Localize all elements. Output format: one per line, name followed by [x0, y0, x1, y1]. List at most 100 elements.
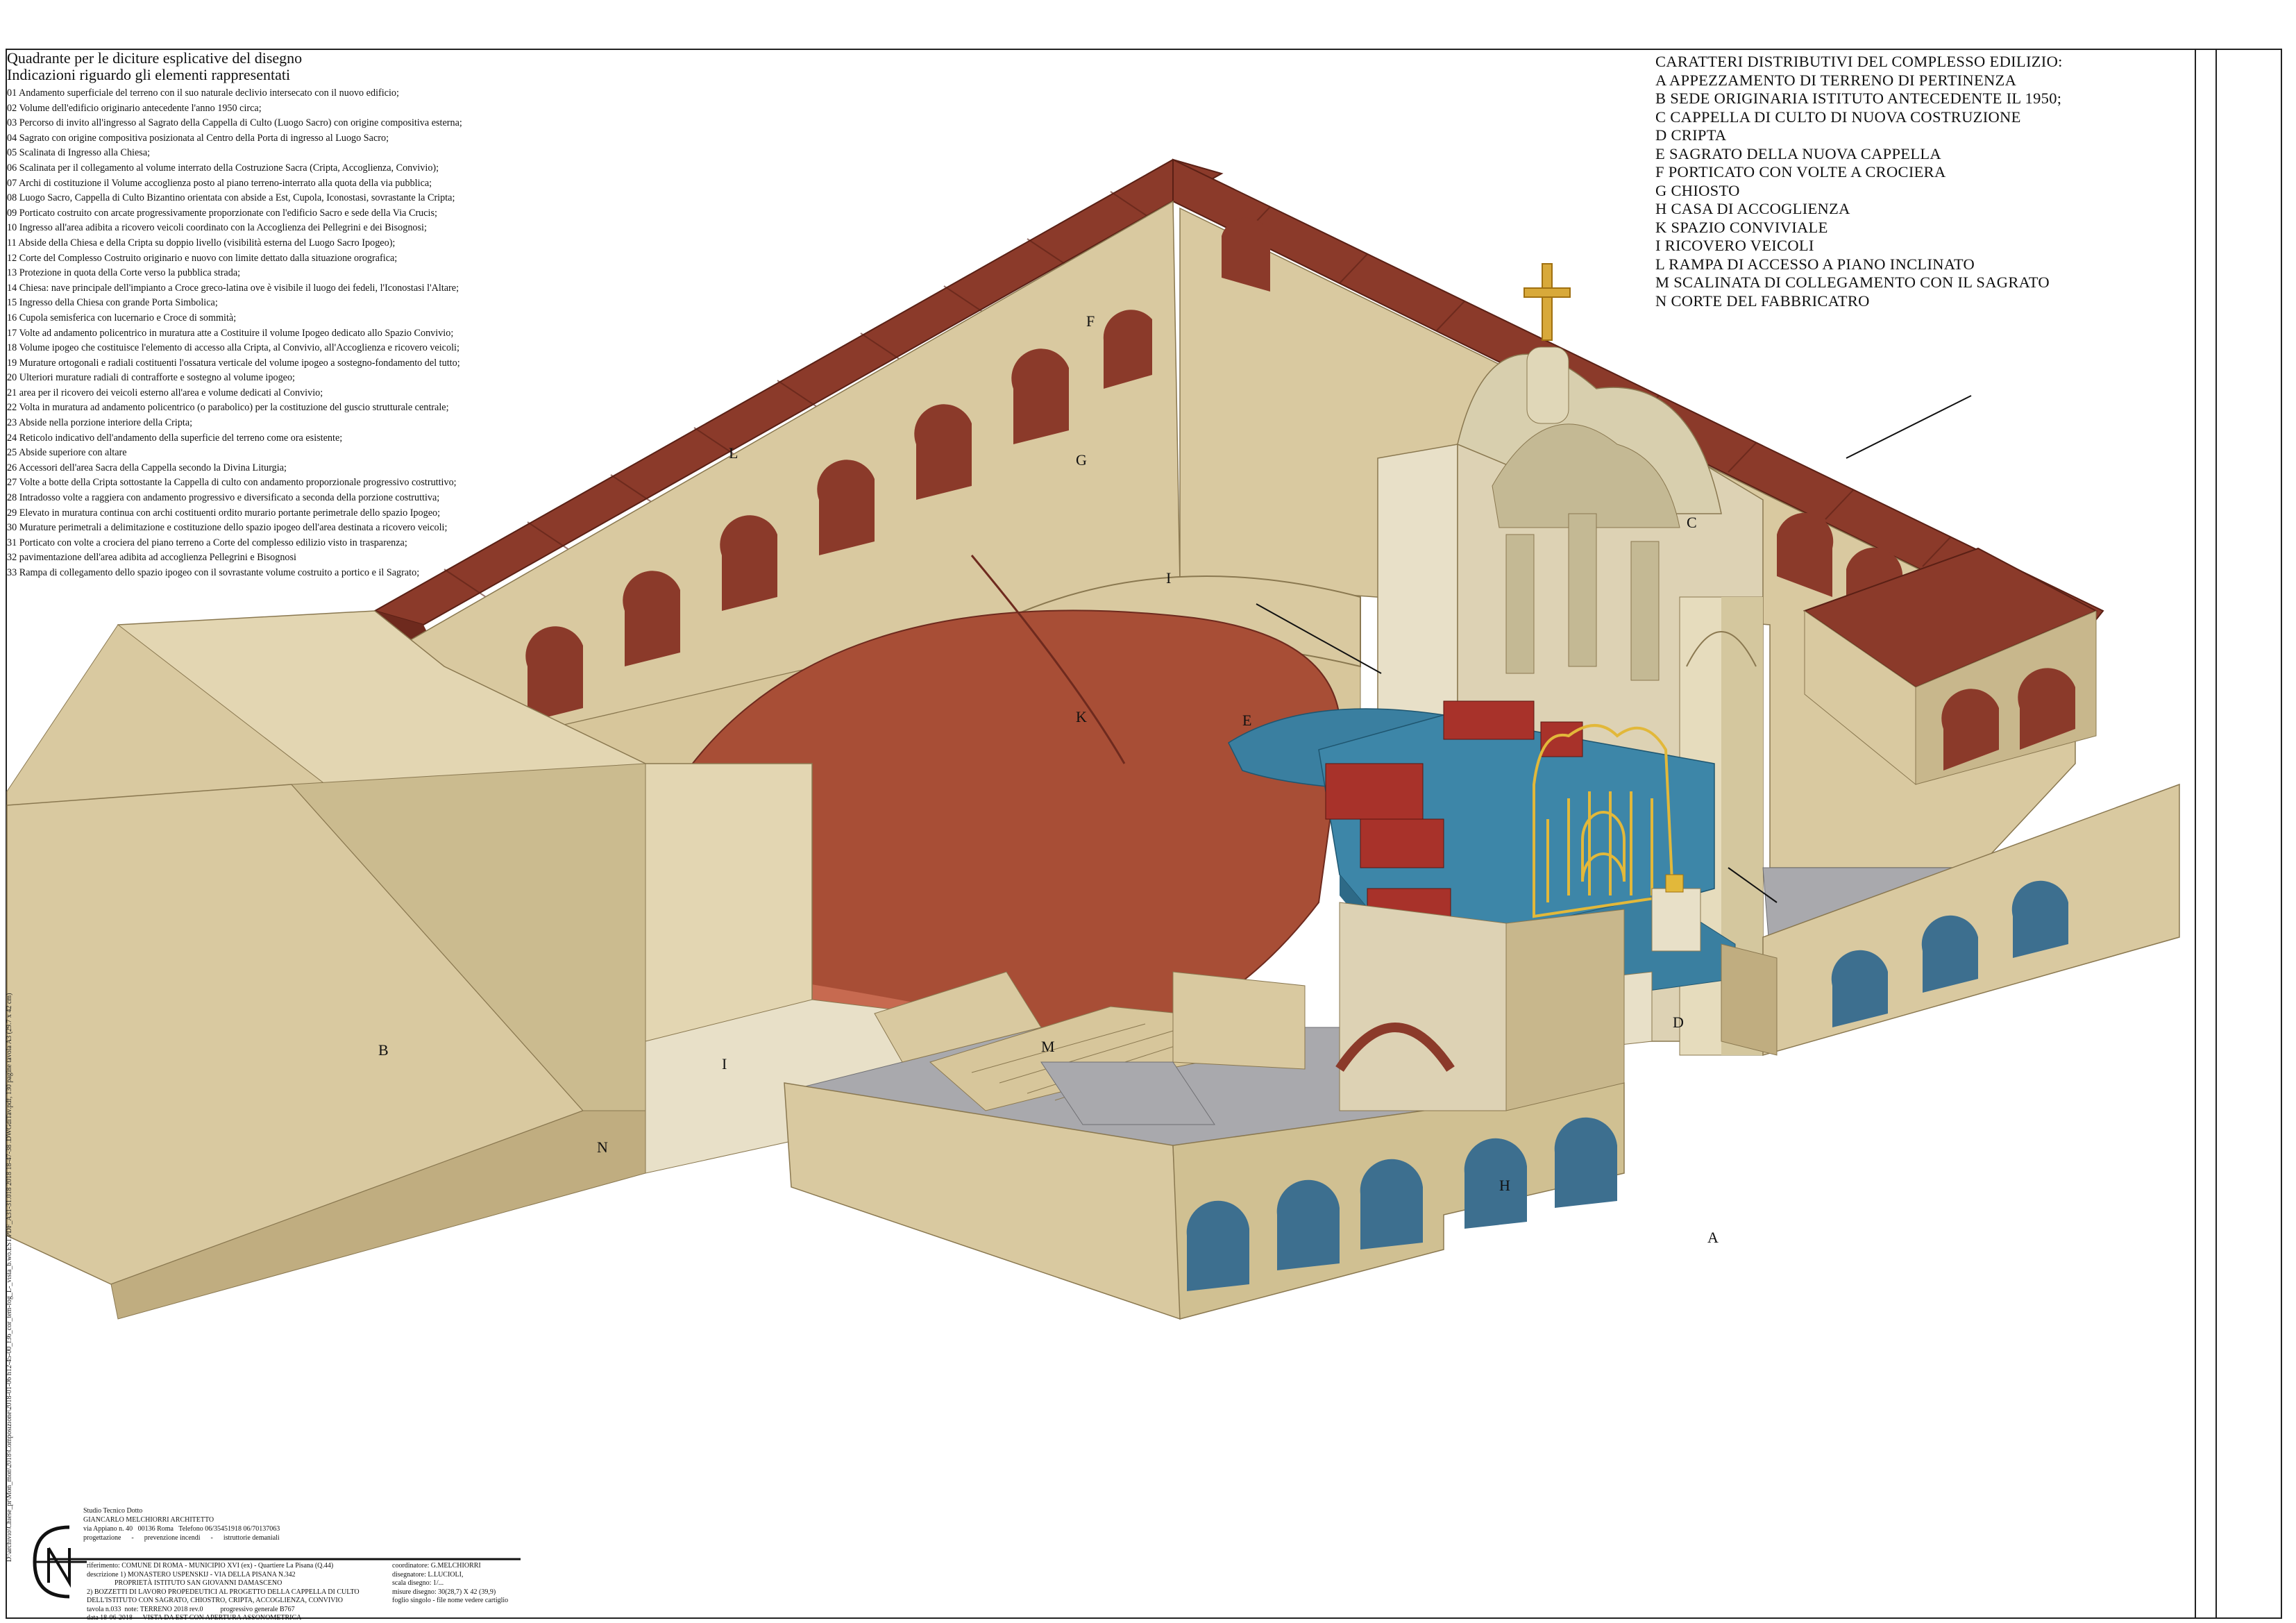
chapel-window-1 [1505, 534, 1535, 674]
legend-item: 11 Abside della Chiesa e della Cripta su… [7, 237, 396, 249]
project-line: 2) BOZZETTI DI LAVORO PROPEDEUTICI AL PR… [87, 1588, 360, 1596]
accoglienza-arch-5 [1554, 1117, 1617, 1208]
credits-line: foglio singolo - file nome vedere cartig… [392, 1597, 509, 1604]
legend-item: 21 area per il ricovero dei veicoli este… [7, 387, 323, 398]
legend-item: 14 Chiesa: nave principale dell'impianto… [7, 282, 459, 294]
accoglienza-arch-2 [1276, 1179, 1340, 1270]
project-line: descrizione 1) MONASTERO USPENSKIJ - VIA… [87, 1570, 296, 1579]
legend-right-item: H CASA DI ACCOGLIENZA [1655, 200, 1850, 217]
legend-item: 19 Murature ortogonali e radiali costitu… [7, 357, 460, 369]
right-margin-line-2 [2215, 49, 2217, 1619]
legend-item: 13 Protezione in quota della Corte verso… [7, 267, 241, 279]
studio-line: via Appiano n. 40 00136 Roma Telefono 06… [83, 1525, 280, 1533]
right-wing-arch-3 [2011, 880, 2068, 958]
legend-item: 28 Intradosso volte a raggiera con andam… [7, 492, 440, 504]
legend-right-item: M SCALINATA DI COLLEGAMENTO CON IL SAGRA… [1655, 274, 2050, 291]
chapel-window-3 [1630, 541, 1660, 681]
project-info: riferimento: COMUNE DI ROMA - MUNICIPIO … [87, 1562, 360, 1623]
legend-item: 30 Murature perimetrali a delimitazione … [7, 522, 448, 534]
chapel-apse-arch [1686, 631, 1757, 667]
portico-roof-left [373, 158, 1224, 626]
label-m: M [1041, 1038, 1055, 1055]
legend-item: 25 Abside superiore con altare [7, 447, 127, 459]
project-line: riferimento: COMUNE DI ROMA - MUNICIPIO … [87, 1562, 334, 1570]
legend-item: 20 Ulteriori murature radiali di contraf… [7, 372, 295, 384]
file-path-vertical: D:\archivio\Chiese_pr\Mon_mon\2018\Compo… [3, 868, 17, 1562]
chapel-window-2 [1568, 513, 1597, 667]
legend-subtitle: Indicazioni riguardo gli elementi rappre… [7, 66, 291, 83]
legend-item: 04 Sagrato con origine compositiva posiz… [7, 132, 389, 144]
legend-left: Quadrante per le diciture esplicative de… [7, 50, 562, 581]
legend-right-item: K SPAZIO CONVIVIALE [1655, 218, 1828, 236]
label-i-lower: I [722, 1055, 727, 1073]
label-f: F [1086, 312, 1095, 330]
chapel-dome-inner [1492, 423, 1680, 528]
legend-item: 17 Volte ad andamento policentrico in mu… [7, 327, 454, 339]
legend-item: 10 Ingresso all'area adibita a ricovero … [7, 222, 427, 234]
project-line: DELL'ISTITUTO CON SAGRATO, CHIOSTRO, CRI… [87, 1597, 343, 1604]
leader-line-c [1846, 395, 1972, 459]
credits-line: coordinatore: G.MELCHIORRI [392, 1562, 481, 1570]
right-wing-arch-2 [1921, 915, 1978, 993]
legend-right-item: I RICOVERO VEICOLI [1655, 237, 1814, 254]
legend-item: 07 Archi di costituzione il Volume accog… [7, 177, 432, 189]
legend-item: 24 Reticolo indicativo dell'andamento de… [7, 432, 343, 444]
label-a: A [1707, 1229, 1719, 1246]
project-line: PROPRIETÀ ISTITUTO SAN GIOVANNI DAMASCEN… [87, 1579, 282, 1587]
legend-item: 32 pavimentazione dell'area adibita ad a… [7, 552, 296, 564]
legend-item: 31 Porticato con volte a crociera del pi… [7, 537, 407, 548]
legend-item: 18 Volume ipogeo che costituisce l'eleme… [7, 342, 459, 354]
central-block-right [1505, 909, 1625, 1111]
legend-right-item: L RAMPA DI ACCESSO A PIANO INCLINATO [1655, 255, 1975, 273]
legend-right-item: F PORTICATO CON VOLTE A CROCIERA [1655, 163, 1946, 180]
label-i-upper: I [1166, 569, 1171, 587]
central-pier-block [1339, 902, 1507, 1111]
label-h: H [1499, 1177, 1510, 1194]
legend-item: 29 Elevato in muratura continua con arch… [7, 507, 441, 519]
credits-line: misure disegno: 30(28,7) X 42 (39,9) [392, 1588, 496, 1596]
legend-item: 01 Andamento superficiale del terreno co… [7, 87, 399, 99]
inner-court-floor [1040, 1061, 1215, 1125]
label-l: L [729, 444, 738, 462]
chapel-lantern [1526, 346, 1569, 424]
legend-right-item: A APPEZZAMENTO DI TERRENO DI PERTINENZA [1655, 71, 2017, 89]
legend-title: Quadrante per le diciture esplicative de… [7, 49, 303, 67]
label-e: E [1242, 712, 1251, 729]
altar-candle [1665, 874, 1684, 893]
title-block-pen-line [49, 1558, 521, 1561]
legend-right-item: N CORTE DEL FABBRICATRO [1655, 292, 1870, 310]
legend-right-item: D CRIPTA [1655, 126, 1727, 144]
legend-right-item: C CAPPELLA DI CULTO DI NUOVA COSTRUZIONE [1655, 108, 2021, 126]
file-path-text: D:\archivio\Chiese_pr\Mon_mon\2018\Compo… [6, 993, 13, 1562]
legend-right-item: G CHIOSTO [1655, 181, 1740, 199]
legend-right-item: E SAGRATO DELLA NUOVA CAPPELLA [1655, 144, 1941, 162]
central-arch [1335, 1023, 1455, 1072]
legend-item: 23 Abside nella porzione interiore della… [7, 417, 193, 429]
legend-right-item: B SEDE ORIGINARIA ISTITUTO ANTECEDENTE I… [1655, 90, 2062, 107]
label-d: D [1673, 1014, 1684, 1031]
label-n: N [597, 1138, 608, 1156]
studio-line: GIANCARLO MELCHIORRI ARCHITETTO [83, 1516, 214, 1524]
legend-item: 22 Volta in muratura ad andamento police… [7, 402, 449, 414]
legend-item: 08 Luogo Sacro, Cappella di Culto Bizant… [7, 192, 455, 204]
inner-court-wall [874, 971, 1042, 1063]
label-g: G [1076, 451, 1087, 469]
leader-line-e [1256, 603, 1382, 674]
legend-right: CARATTERI DISTRIBUTIVI DEL COMPLESSO EDI… [1655, 53, 2155, 310]
altar [1651, 888, 1701, 952]
accoglienza-arch-4 [1464, 1138, 1527, 1229]
studio-line: Studio Tecnico Dotto [83, 1507, 143, 1515]
legend-item: 27 Volte a botte della Cripta sottostant… [7, 477, 457, 489]
chapel-left-tower [1377, 444, 1458, 737]
vault-rib [970, 555, 1126, 764]
label-c: C [1687, 514, 1697, 531]
legend-item: 05 Scalinata di Ingresso alla Chiesa; [7, 147, 151, 159]
project-line: tavola n.033 note: TERRENO 2018 rev.0 pr… [87, 1605, 295, 1613]
right-wing-side [1721, 943, 1778, 1056]
legend-item: 09 Porticato costruito con arcate progre… [7, 207, 437, 219]
